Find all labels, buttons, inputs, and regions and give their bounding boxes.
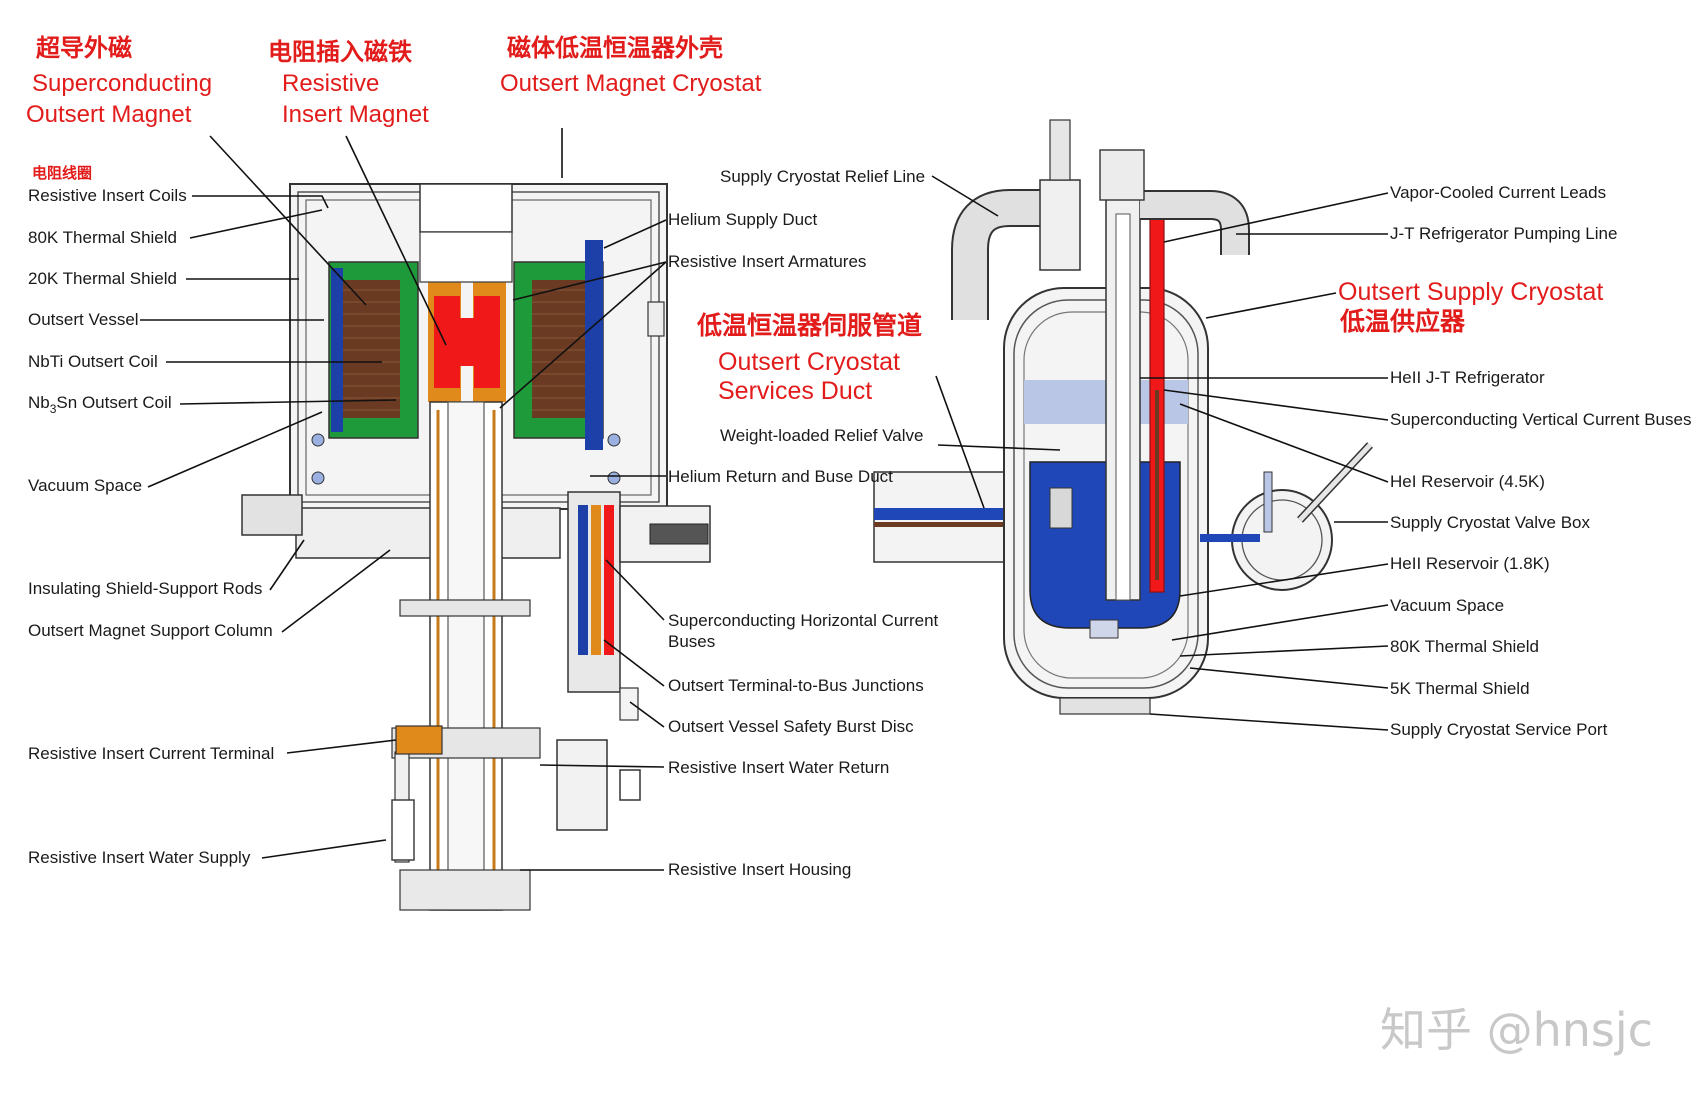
header-resistive-en1: Resistive: [282, 70, 379, 97]
header-services-duct: 低温恒温器伺服管道 Outsert Cryostat Services Duct: [696, 311, 922, 405]
coil-zh-label: 电阻线圈: [32, 164, 92, 182]
label-sc-horizontal-current: Superconducting Horizontal Current: [668, 611, 939, 630]
label-80k-thermal-shield: 80K Thermal Shield: [28, 228, 177, 247]
services-duct-zh: 低温恒温器伺服管道: [696, 311, 922, 340]
label-heii-jt-refrigerator: HeII J-T Refrigerator: [1390, 368, 1545, 387]
label-helium-supply-duct: Helium Supply Duct: [668, 210, 818, 229]
label-resistive-insert-water-return: Resistive Insert Water Return: [668, 758, 889, 777]
header-superconducting-en2: Outsert Magnet: [26, 101, 192, 128]
label-supply-cryostat-valve-box: Supply Cryostat Valve Box: [1390, 513, 1590, 532]
header-cryostat-zh: 磁体低温恒温器外壳: [507, 34, 723, 62]
label-supply-cryostat-relief-line: Supply Cryostat Relief Line: [720, 167, 925, 186]
header-resistive-en2: Insert Magnet: [282, 101, 429, 128]
label-resistive-insert-armatures: Resistive Insert Armatures: [668, 252, 866, 271]
label-sc-vertical-current-buses: Superconducting Vertical Current Buses: [1390, 410, 1691, 429]
label-nb3sn-outsert-coil: Nb3Sn Outsert Coil: [28, 393, 172, 416]
label-80k-thermal-shield-right: 80K Thermal Shield: [1390, 637, 1539, 656]
label-hei-reservoir: HeI Reservoir (4.5K): [1390, 472, 1545, 491]
label-outsert-vessel-safety-burst-disc: Outsert Vessel Safety Burst Disc: [668, 717, 914, 736]
supply-cryostat-en: Outsert Supply Cryostat: [1338, 278, 1603, 306]
label-sc-horizontal-buses: Buses: [668, 632, 715, 651]
header-cryostat: 磁体低温恒温器外壳 Outsert Magnet Cryostat: [500, 34, 762, 97]
label-outsert-terminal-to-bus-junctions: Outsert Terminal-to-Bus Junctions: [668, 676, 924, 695]
label-weight-loaded-relief-valve: Weight-loaded Relief Valve: [720, 426, 924, 445]
header-superconducting: 超导外磁 Superconducting Outsert Magnet: [26, 34, 212, 128]
resistive-insert-red: [434, 296, 460, 388]
supply-cryostat-drawing: [873, 119, 1373, 715]
label-outsert-magnet-support-column: Outsert Magnet Support Column: [28, 621, 273, 640]
label-20k-thermal-shield: 20K Thermal Shield: [28, 269, 177, 288]
services-duct-en1: Outsert Cryostat: [718, 348, 900, 376]
label-supply-cryostat-service-port: Supply Cryostat Service Port: [1390, 720, 1608, 739]
services-duct-en2: Services Duct: [718, 377, 872, 405]
label-vacuum-space-right: Vacuum Space: [1390, 596, 1504, 615]
header-superconducting-zh: 超导外磁: [36, 34, 132, 62]
header-resistive-zh: 电阻插入磁铁: [268, 38, 412, 66]
label-resistive-insert-current-terminal: Resistive Insert Current Terminal: [28, 744, 274, 763]
header-resistive: 电阻插入磁铁 Resistive Insert Magnet: [268, 38, 429, 128]
label-resistive-insert-coils: Resistive Insert Coils: [28, 186, 187, 205]
header-superconducting-en1: Superconducting: [32, 70, 212, 97]
label-5k-thermal-shield: 5K Thermal Shield: [1390, 679, 1530, 698]
label-nbti-outsert-coil: NbTi Outsert Coil: [28, 352, 158, 371]
watermark: 知乎 @hnsjc: [1380, 1003, 1653, 1057]
label-outsert-vessel: Outsert Vessel: [28, 310, 139, 329]
left-labels: Resistive Insert Coils 80K Thermal Shiel…: [28, 186, 274, 867]
right-labels: Vapor-Cooled Current Leads J-T Refrigera…: [1390, 183, 1691, 739]
label-helium-return-and-buse-duct: Helium Return and Buse Duct: [668, 467, 893, 486]
label-jt-refrigerator-pumping-line: J-T Refrigerator Pumping Line: [1390, 224, 1617, 243]
label-resistive-insert-housing: Resistive Insert Housing: [668, 860, 851, 879]
middle-labels: Supply Cryostat Relief Line Helium Suppl…: [668, 167, 939, 879]
header-cryostat-en1: Outsert Magnet Cryostat: [500, 70, 762, 97]
label-vapor-cooled-current-leads: Vapor-Cooled Current Leads: [1390, 183, 1606, 202]
label-resistive-insert-water-supply: Resistive Insert Water Supply: [28, 848, 251, 867]
current-terminal: [395, 725, 443, 755]
supply-cryostat-zh: 低温供应器: [1339, 307, 1466, 336]
label-insulating-shield-support-rods: Insulating Shield-Support Rods: [28, 579, 262, 598]
outsert-magnet-drawing: [241, 183, 711, 911]
header-supply-cryostat: Outsert Supply Cryostat 低温供应器: [1338, 278, 1603, 336]
leader-lines: [140, 128, 1389, 871]
label-heii-reservoir: HeII Reservoir (1.8K): [1390, 554, 1550, 573]
label-vacuum-space-left: Vacuum Space: [28, 476, 142, 495]
